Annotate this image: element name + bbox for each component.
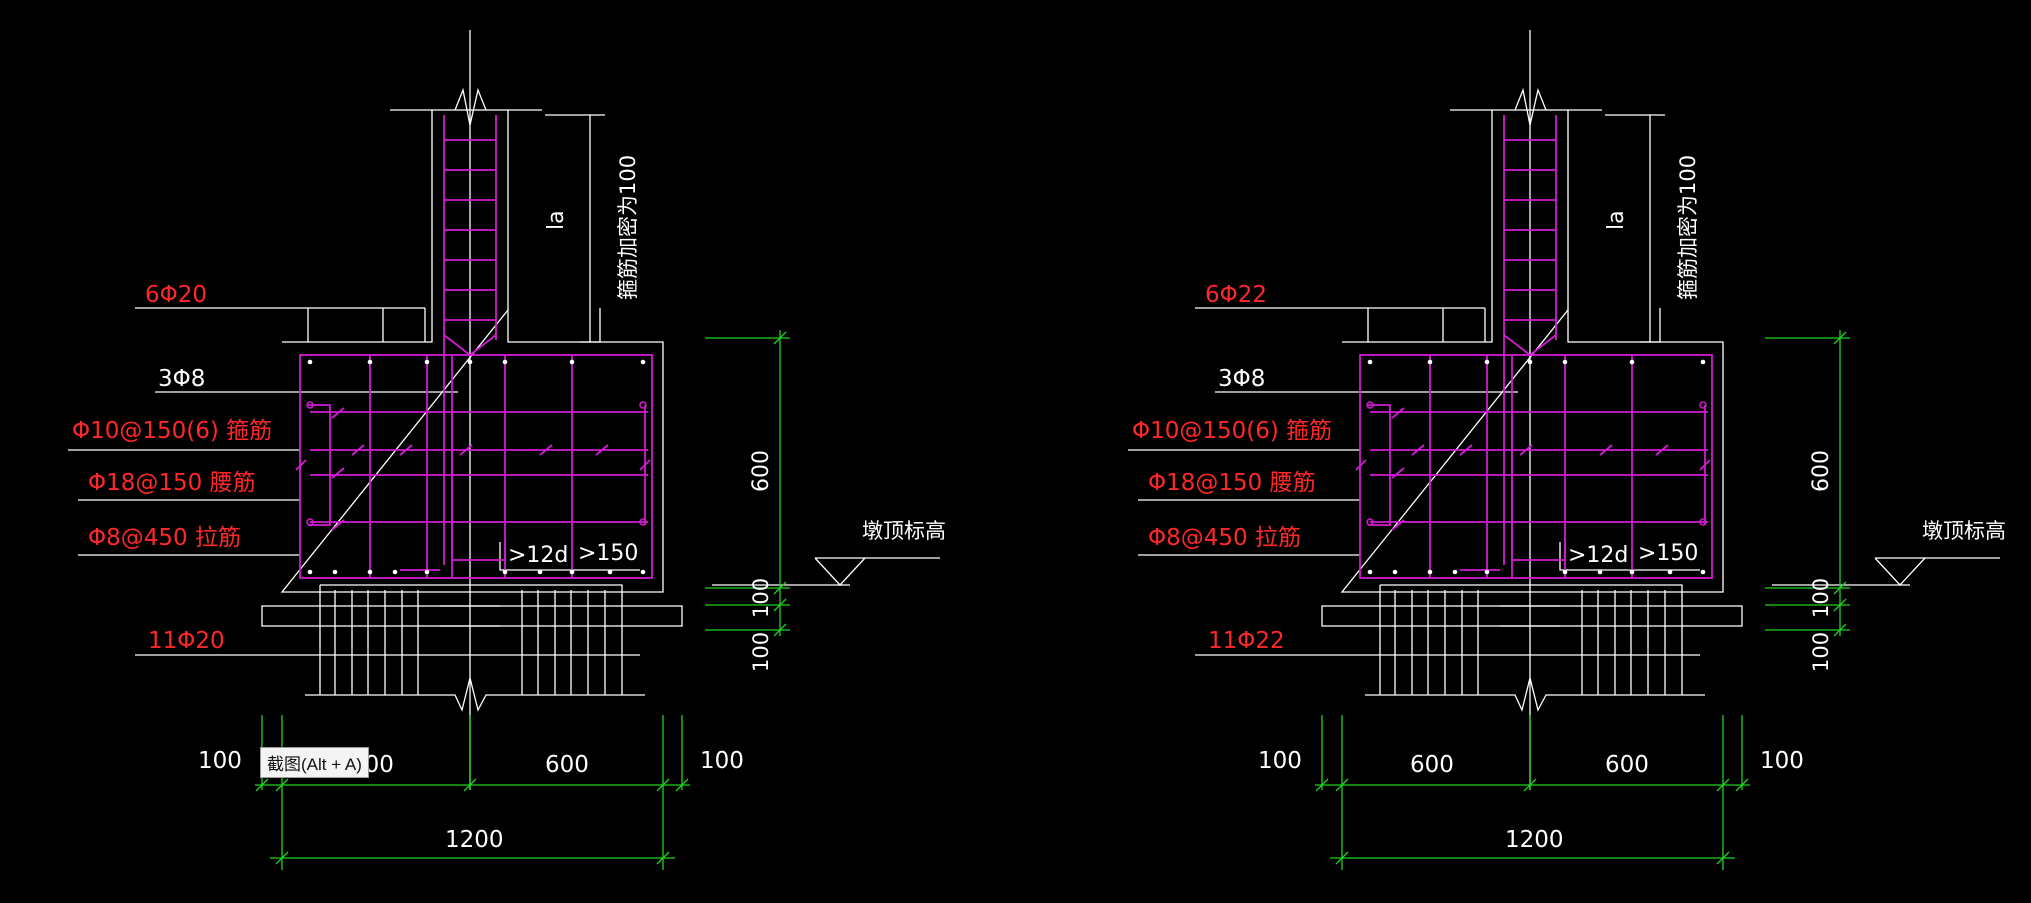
dim-h-100-left: 100 [198,748,242,774]
la-label: la [1604,210,1629,230]
dim-v-100-b: 100 [1809,632,1833,672]
tie-bars-label: Φ8@450 拉筋 [88,525,241,551]
top-bars-label: 6Φ20 [145,282,207,308]
waist-stirrup-label: 3Φ8 [1218,366,1265,392]
tie-bars-label: Φ8@450 拉筋 [1148,525,1301,551]
dim-h-100-left: 100 [1258,748,1302,774]
dim-h-600-left: 600 [1410,752,1454,778]
dim-v-100-b: 100 [749,632,773,672]
dim-v-600: 600 [749,450,774,492]
dim-h-100-right: 100 [700,748,744,774]
dense-note-label: 箍筋加密为100 [616,155,640,300]
waist-bars-label: Φ18@150 腰筋 [88,470,256,496]
la-label: la [544,210,569,230]
dense-note-label: 箍筋加密为100 [1676,155,1700,300]
dim-v-100-a: 100 [1809,578,1833,618]
stirrups-label: Φ10@150(6) 箍筋 [72,418,272,444]
stirrups-label: Φ10@150(6) 箍筋 [1132,418,1332,444]
pier-top-label: 墩顶标高 [1922,519,2006,543]
bottom-bars-label: 11Φ22 [1208,628,1285,654]
dim-total: 1200 [445,827,504,853]
detail-right [1127,29,2001,871]
dim-h-600-right: 600 [545,752,589,778]
gt12d-label: >12d [1568,543,1628,568]
bottom-bars-label: 11Φ20 [148,628,225,654]
dim-h-100-right: 100 [1760,748,1804,774]
top-bars-label: 6Φ22 [1205,282,1267,308]
gt150-label: >150 [578,541,638,566]
dim-v-600: 600 [1809,450,1834,492]
gt12d-label: >12d [508,543,568,568]
dim-h-600-right: 600 [1605,752,1649,778]
dim-v-100-a: 100 [749,578,773,618]
dim-total: 1200 [1505,827,1564,853]
gt150-label: >150 [1638,541,1698,566]
left-labels: 6Φ20 3Φ8 Φ10@150(6) 箍筋 Φ18@150 腰筋 Φ8@450… [72,155,946,853]
waist-stirrup-label: 3Φ8 [158,366,205,392]
screenshot-tooltip: 截图(Alt + A) [260,747,369,778]
waist-bars-label: Φ18@150 腰筋 [1148,470,1316,496]
detail-left [67,29,941,871]
right-labels: 6Φ22 3Φ8 Φ10@150(6) 箍筋 Φ18@150 腰筋 Φ8@450… [1132,155,2006,853]
pier-top-label: 墩顶标高 [862,519,946,543]
